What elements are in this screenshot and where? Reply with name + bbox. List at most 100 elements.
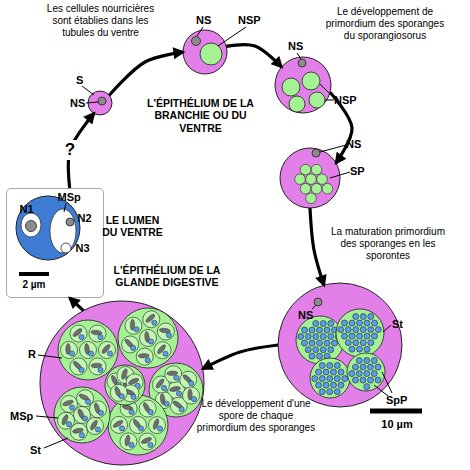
- spore-primordium: [375, 377, 381, 383]
- life-cycle-arrow: [203, 345, 278, 369]
- spore-nucleus: [145, 358, 150, 363]
- spore-primordium: [323, 382, 329, 388]
- sporont: [54, 387, 110, 443]
- scale-bar: [370, 409, 422, 414]
- leader-line: [383, 325, 391, 332]
- part-label: St: [392, 318, 403, 330]
- cell-body: [278, 283, 402, 407]
- spore-primordium: [342, 320, 348, 326]
- leader-line: [197, 27, 203, 36]
- spore: [70, 358, 87, 375]
- spore-nucleus: [152, 320, 157, 325]
- spore-nucleus: [66, 422, 71, 427]
- cell-circle: SNS: [88, 91, 112, 115]
- life-cycle-arrow: [310, 208, 324, 285]
- leader-line: [36, 416, 58, 418]
- leader-line: [320, 84, 334, 98]
- spore: [110, 384, 127, 401]
- spore-primordium: [313, 334, 319, 340]
- spore-primordium: [305, 334, 311, 340]
- spore-primordium: [312, 376, 318, 382]
- sporangium-primordium: [306, 193, 317, 204]
- spore-primordium: [313, 321, 319, 327]
- spore-primordium: [371, 371, 377, 377]
- spore: [143, 311, 160, 328]
- part-label: NS: [70, 97, 85, 109]
- scale-bar: [19, 272, 49, 276]
- region-heading: L'ÉPITHÉLIUM DE LA BRANCHIE OU DU VENTRE: [138, 97, 263, 134]
- spore-primordium: [349, 320, 355, 326]
- spore: [154, 342, 171, 359]
- sporont: [108, 395, 168, 455]
- part-label: NSP: [238, 14, 261, 26]
- sporangium-primordium: [300, 183, 311, 194]
- sporont: [347, 353, 385, 391]
- spore-nucleus: [69, 405, 74, 410]
- spore-primordium: [349, 346, 355, 352]
- spore-primordium: [316, 382, 322, 388]
- spore-primordium: [327, 389, 333, 395]
- spore-nucleus: [129, 409, 134, 414]
- spore-nucleus: [119, 426, 124, 431]
- spore-nucleus: [176, 391, 181, 396]
- part-label: MSp: [10, 410, 33, 422]
- part-label: S: [76, 74, 83, 86]
- spore-nucleus: [119, 394, 124, 399]
- cell-body: [40, 301, 204, 465]
- sporangium-primordium: [322, 183, 333, 194]
- sporangium-primordium: [311, 183, 322, 194]
- nucleus-halo: [21, 213, 41, 237]
- sporangium-primordium: [295, 174, 306, 185]
- spore-primordium: [334, 363, 340, 369]
- edge-label: ?: [62, 140, 78, 160]
- sporangium-primordium: [309, 92, 325, 108]
- spore-primordium: [353, 377, 359, 383]
- nucleus: [98, 97, 106, 105]
- spore-primordium: [342, 376, 348, 382]
- cell-circle: NSStSpP: [278, 283, 402, 407]
- spore-primordium: [334, 376, 340, 382]
- spore-nucleus: [79, 433, 84, 438]
- spore: [61, 395, 78, 412]
- spore-primordium: [368, 327, 374, 333]
- sporont: [105, 365, 145, 405]
- sporangium-primordium: [302, 72, 320, 90]
- leader-line: [382, 372, 392, 393]
- cell-drawing: [275, 53, 334, 113]
- spore-nucleus: [79, 367, 84, 372]
- spore-primordium: [364, 371, 370, 377]
- part-label: NSP: [334, 94, 357, 106]
- spore-nucleus: [134, 327, 139, 332]
- spore-primordium: [320, 334, 326, 340]
- part-label: N1: [20, 203, 34, 215]
- sporont: [310, 358, 350, 398]
- spore: [183, 387, 200, 404]
- spore-primordium: [324, 327, 330, 333]
- leader-line: [38, 355, 62, 358]
- spore: [90, 401, 107, 418]
- cell-drawing: [36, 301, 204, 465]
- lumen-space: [50, 209, 76, 253]
- cell-outline: [275, 57, 331, 113]
- spore-primordium: [372, 320, 378, 326]
- spore-primordium: [360, 377, 366, 383]
- spore-primordium: [319, 389, 325, 395]
- spore-primordium: [360, 314, 366, 320]
- stage-caption: La maturation primordium des sporanges e…: [326, 226, 450, 261]
- spore: [89, 358, 106, 375]
- part-label: NS: [288, 40, 303, 52]
- spore-primordium: [338, 369, 344, 375]
- spore-primordium: [360, 364, 366, 370]
- sporangium-primordium: [311, 164, 322, 175]
- part-label: St: [30, 444, 41, 456]
- cell-circle: N1MSpN2N3: [16, 196, 80, 260]
- spore-primordium: [353, 364, 359, 370]
- spore: [80, 342, 97, 359]
- spore-primordium: [375, 364, 381, 370]
- cell-outline: [183, 30, 227, 74]
- spore-nucleus: [189, 381, 194, 386]
- sporangium-primordium: [317, 174, 328, 185]
- sporont: [118, 308, 178, 368]
